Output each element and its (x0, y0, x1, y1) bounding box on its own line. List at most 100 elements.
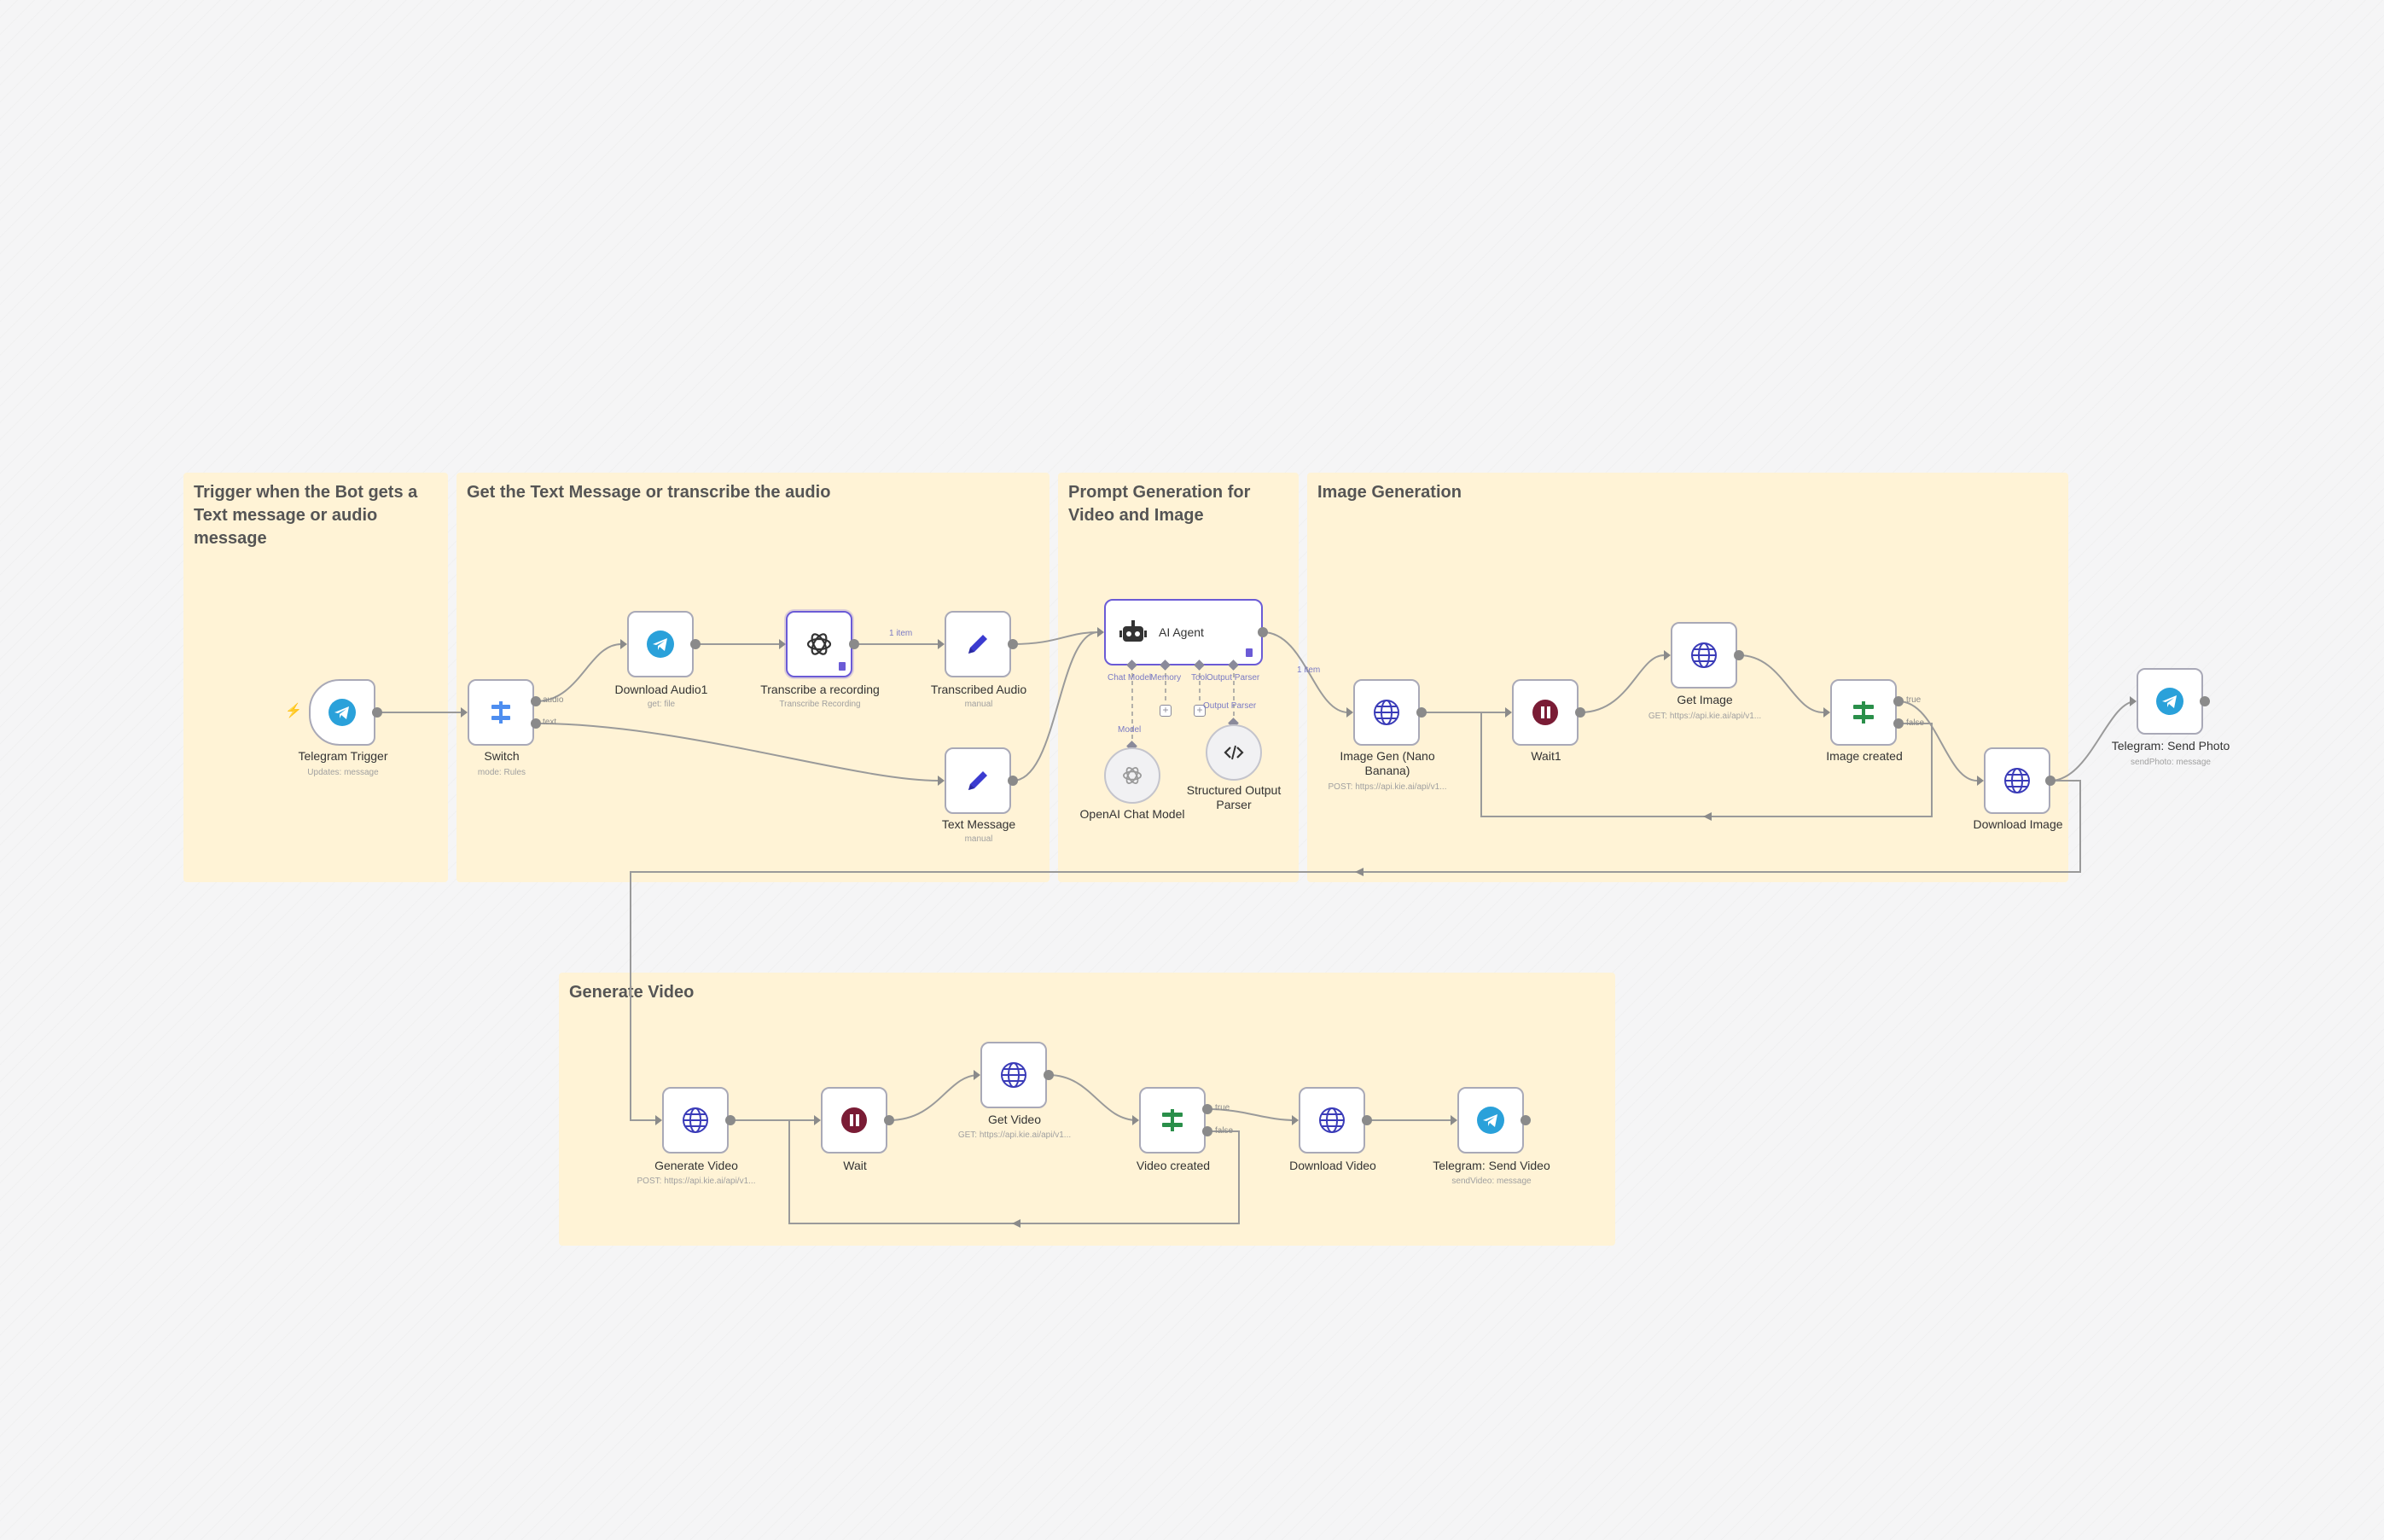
if-icon (1162, 1109, 1183, 1131)
output-handle-false[interactable] (1893, 718, 1904, 729)
input-arrow (1346, 707, 1353, 718)
node-switch[interactable] (468, 679, 534, 746)
connection (2050, 700, 2137, 782)
node-generate-video[interactable] (662, 1087, 729, 1154)
output-handle[interactable] (1008, 776, 1018, 786)
node-subtitle: manual (964, 834, 993, 844)
globe-icon (1319, 1107, 1345, 1133)
input-arrow (938, 776, 945, 786)
loop-arrow-icon (1012, 1219, 1020, 1228)
node-download-image[interactable] (1984, 747, 2050, 814)
output-handle[interactable] (372, 707, 382, 718)
connection (1262, 631, 1349, 713)
output-handle[interactable] (884, 1115, 894, 1125)
node-download-audio[interactable] (627, 611, 694, 677)
pause-icon (1532, 700, 1558, 725)
output-handle[interactable] (1362, 1115, 1372, 1125)
add-tool-button[interactable]: + (1194, 705, 1206, 717)
node-label: Telegram Trigger (298, 749, 388, 763)
output-handle[interactable] (1575, 707, 1585, 718)
node-get-video[interactable] (980, 1042, 1047, 1108)
output-handle[interactable] (690, 639, 701, 649)
connection (535, 643, 622, 702)
edge-label-true: true (1215, 1103, 1230, 1113)
sticky-note-transcribe[interactable]: Get the Text Message or transcribe the a… (456, 473, 1050, 882)
edge-label-items: 1 item (889, 629, 913, 638)
output-handle[interactable] (2045, 776, 2055, 786)
node-telegram-send-video[interactable] (1457, 1087, 1524, 1154)
trigger-bolt-icon: ⚡ (285, 704, 302, 718)
node-label: Wait (843, 1159, 867, 1172)
add-memory-button[interactable]: + (1160, 705, 1172, 717)
output-handle[interactable] (2200, 696, 2210, 706)
node-subtitle: GET: https://api.kie.ai/api/v1... (957, 1130, 1072, 1140)
output-handle[interactable] (849, 639, 859, 649)
openai-icon (806, 633, 832, 655)
node-download-video[interactable] (1299, 1087, 1365, 1154)
output-handle-audio[interactable] (531, 696, 541, 706)
node-get-image[interactable] (1671, 622, 1737, 689)
edge-label-true: true (1906, 695, 1922, 705)
connector-label: Output Parser (1207, 673, 1260, 683)
node-wait[interactable] (821, 1087, 887, 1154)
node-label: Text Message (941, 817, 1016, 831)
node-transcribe-recording[interactable] (786, 611, 852, 677)
connection (1738, 654, 1824, 713)
node-openai-chat-model[interactable] (1104, 747, 1160, 804)
node-image-gen[interactable] (1353, 679, 1420, 746)
output-handle-text[interactable] (531, 718, 541, 729)
output-handle[interactable] (1521, 1115, 1531, 1125)
node-subtitle: mode: Rules (477, 768, 526, 777)
output-handle-true[interactable] (1202, 1104, 1212, 1114)
node-label: Download Image (1973, 817, 2063, 831)
node-video-created[interactable] (1139, 1087, 1206, 1154)
node-label: Get Video (987, 1113, 1041, 1126)
output-handle[interactable] (725, 1115, 736, 1125)
output-handle-true[interactable] (1893, 696, 1904, 706)
input-arrow (1097, 627, 1104, 637)
switch-icon (491, 701, 510, 724)
sticky-note-video[interactable]: Generate Video (559, 973, 1615, 1246)
edge-label-false: false (1215, 1126, 1234, 1136)
node-structured-output-parser[interactable] (1206, 724, 1262, 781)
input-arrow (1451, 1115, 1457, 1125)
sticky-note-trigger[interactable]: Trigger when the Bot gets a Text message… (183, 473, 448, 882)
if-icon (1853, 701, 1874, 724)
output-handle[interactable] (1734, 650, 1744, 660)
output-handle[interactable] (1008, 639, 1018, 649)
node-transcribed-audio[interactable] (945, 611, 1011, 677)
node-wait1[interactable] (1512, 679, 1579, 746)
connection (1048, 1074, 1138, 1121)
input-arrow (461, 707, 468, 718)
globe-icon (1001, 1062, 1026, 1088)
output-handle[interactable] (1258, 627, 1268, 637)
node-subtitle: sendPhoto: message (2131, 758, 2211, 767)
input-arrow (938, 639, 945, 649)
sticky-title: Prompt Generation for Video and Image (1068, 483, 1251, 525)
pin-icon (839, 662, 846, 671)
node-telegram-trigger[interactable] (309, 679, 375, 746)
connection (535, 723, 939, 782)
globe-icon (1691, 642, 1717, 668)
node-text-message[interactable] (945, 747, 1011, 814)
node-telegram-send-photo[interactable] (2137, 668, 2203, 735)
output-handle[interactable] (1044, 1070, 1054, 1080)
output-handle[interactable] (1416, 707, 1427, 718)
edge-label-model: Model (1118, 725, 1142, 735)
sticky-note-prompt[interactable]: Prompt Generation for Video and Image (1058, 473, 1299, 882)
loop-arrow-icon (1703, 812, 1712, 821)
loop-arrow-icon (1355, 868, 1364, 876)
node-label: Transcribed Audio (930, 683, 1027, 696)
input-arrow (974, 1070, 980, 1080)
edge-label-text: text (543, 718, 557, 727)
node-label: Wait1 (1531, 749, 1561, 763)
pencil-icon (968, 771, 987, 790)
node-subtitle: Updates: message (307, 768, 379, 777)
telegram-icon (2156, 688, 2183, 715)
node-image-created[interactable] (1830, 679, 1897, 746)
node-subtitle: POST: https://api.kie.ai/api/v1... (1328, 782, 1447, 792)
node-ai-agent[interactable]: AI Agent (1104, 599, 1263, 665)
output-handle-false[interactable] (1202, 1126, 1212, 1136)
